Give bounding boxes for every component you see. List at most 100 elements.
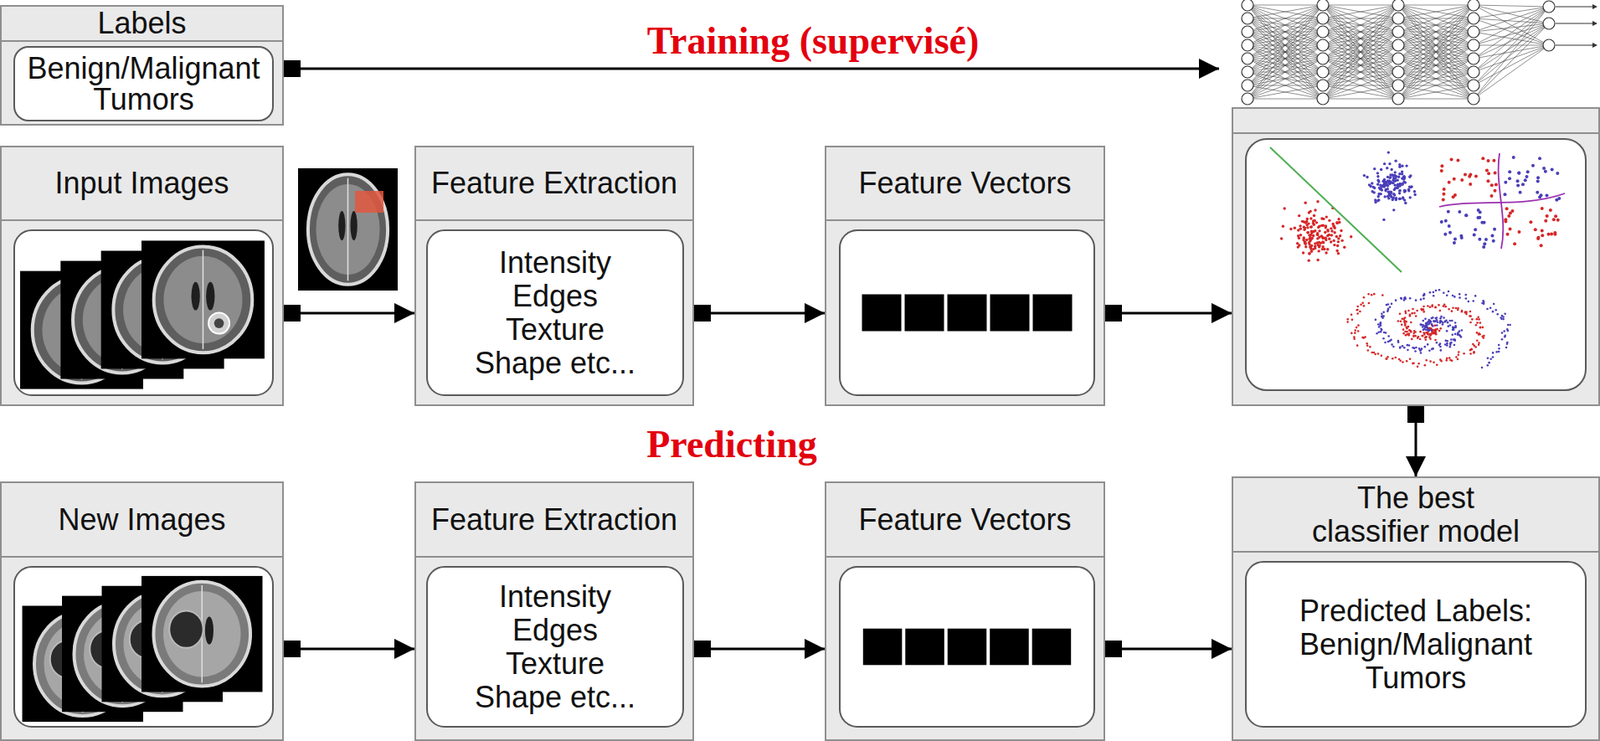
lesion [169, 610, 203, 648]
data-point [1549, 232, 1554, 237]
network-link [1247, 5, 1323, 99]
data-point [1329, 226, 1333, 230]
data-point [1398, 189, 1401, 192]
network-link [1398, 5, 1474, 59]
network-link [1398, 72, 1474, 99]
network-link [1322, 5, 1399, 32]
data-point [1397, 319, 1400, 323]
data-point [1449, 345, 1452, 349]
data-point [1433, 330, 1436, 334]
data-point [1442, 291, 1446, 294]
data-point [1450, 319, 1454, 323]
network-link [1247, 85, 1323, 99]
data-point [1447, 290, 1451, 294]
data-point [1389, 305, 1392, 309]
data-point [1301, 220, 1304, 223]
data-point [1486, 171, 1491, 175]
network-link [1322, 72, 1399, 99]
network-link [1247, 72, 1323, 99]
data-point [1540, 228, 1544, 232]
data-point [1395, 186, 1399, 190]
network-link [1398, 5, 1474, 32]
network-link [1247, 5, 1323, 6]
data-point [1508, 211, 1513, 216]
data-point [1432, 319, 1436, 323]
ventricle [205, 282, 215, 311]
data-point [1311, 234, 1315, 237]
data-point [1322, 224, 1325, 227]
data-point [1430, 323, 1434, 326]
data-point [1363, 174, 1366, 177]
vector-cell [862, 294, 902, 332]
data-point [1389, 175, 1392, 179]
data-point [1476, 315, 1480, 319]
output-arrowhead [1592, 20, 1598, 26]
ventricle [349, 210, 357, 241]
data-point [1316, 200, 1319, 203]
data-point [1491, 310, 1495, 314]
data-point [1376, 182, 1379, 186]
data-point [1477, 343, 1481, 346]
data-point [1497, 347, 1501, 350]
network-link [1473, 31, 1549, 46]
network-link [1322, 45, 1399, 99]
network-link [1247, 18, 1323, 99]
data-point [1491, 351, 1495, 355]
data-point [1356, 305, 1359, 309]
data-point [1398, 189, 1401, 192]
data-point [1324, 236, 1328, 240]
data-point [1306, 226, 1309, 229]
panel-body [838, 565, 1096, 728]
network-neuron [1392, 79, 1405, 92]
brain-thumbnail [298, 168, 398, 291]
data-point [1303, 201, 1307, 205]
panel-title: Feature Extraction [431, 166, 678, 201]
output-arrow [1555, 44, 1593, 46]
data-point [1306, 231, 1310, 234]
data-point [1425, 329, 1428, 332]
data-point [1401, 344, 1405, 348]
data-point [1487, 361, 1491, 365]
data-point [1419, 330, 1422, 334]
skull [154, 246, 253, 353]
data-point [1465, 313, 1468, 316]
data-point [1419, 338, 1422, 341]
data-point [1332, 231, 1336, 234]
data-point [1413, 193, 1416, 196]
data-point [1303, 241, 1307, 244]
data-point [1410, 312, 1414, 315]
data-point [1297, 214, 1301, 217]
data-point [1413, 312, 1416, 315]
network-link [1247, 5, 1323, 19]
data-point [1517, 230, 1521, 234]
data-point [1434, 339, 1437, 342]
data-point [1539, 243, 1544, 247]
data-point [1308, 245, 1312, 248]
data-point [1479, 326, 1482, 330]
data-point [1481, 156, 1485, 160]
network-neuron [1392, 12, 1405, 25]
network-link [1322, 5, 1399, 99]
data-point [1306, 217, 1309, 221]
data-point [1434, 306, 1437, 309]
panel-box: Input Images [0, 145, 284, 407]
data-point [1332, 239, 1335, 242]
network-neuron [1467, 25, 1480, 38]
data-point [1457, 353, 1461, 356]
data-point [1396, 182, 1400, 186]
network-link [1322, 98, 1399, 100]
data-point [1313, 208, 1317, 211]
data-point [1311, 219, 1315, 222]
data-point [1390, 303, 1394, 306]
network-link [1322, 5, 1399, 99]
panel-box: Feature Vectors [824, 145, 1106, 407]
data-point [1440, 220, 1444, 224]
data-point [1516, 184, 1520, 188]
network-link [1322, 85, 1399, 99]
classifier-plots [1246, 139, 1585, 390]
data-point [1408, 344, 1411, 347]
data-point [1392, 208, 1395, 211]
panel-title: Feature Vectors [858, 503, 1071, 537]
data-point [1327, 219, 1331, 222]
data-point [1435, 289, 1438, 293]
